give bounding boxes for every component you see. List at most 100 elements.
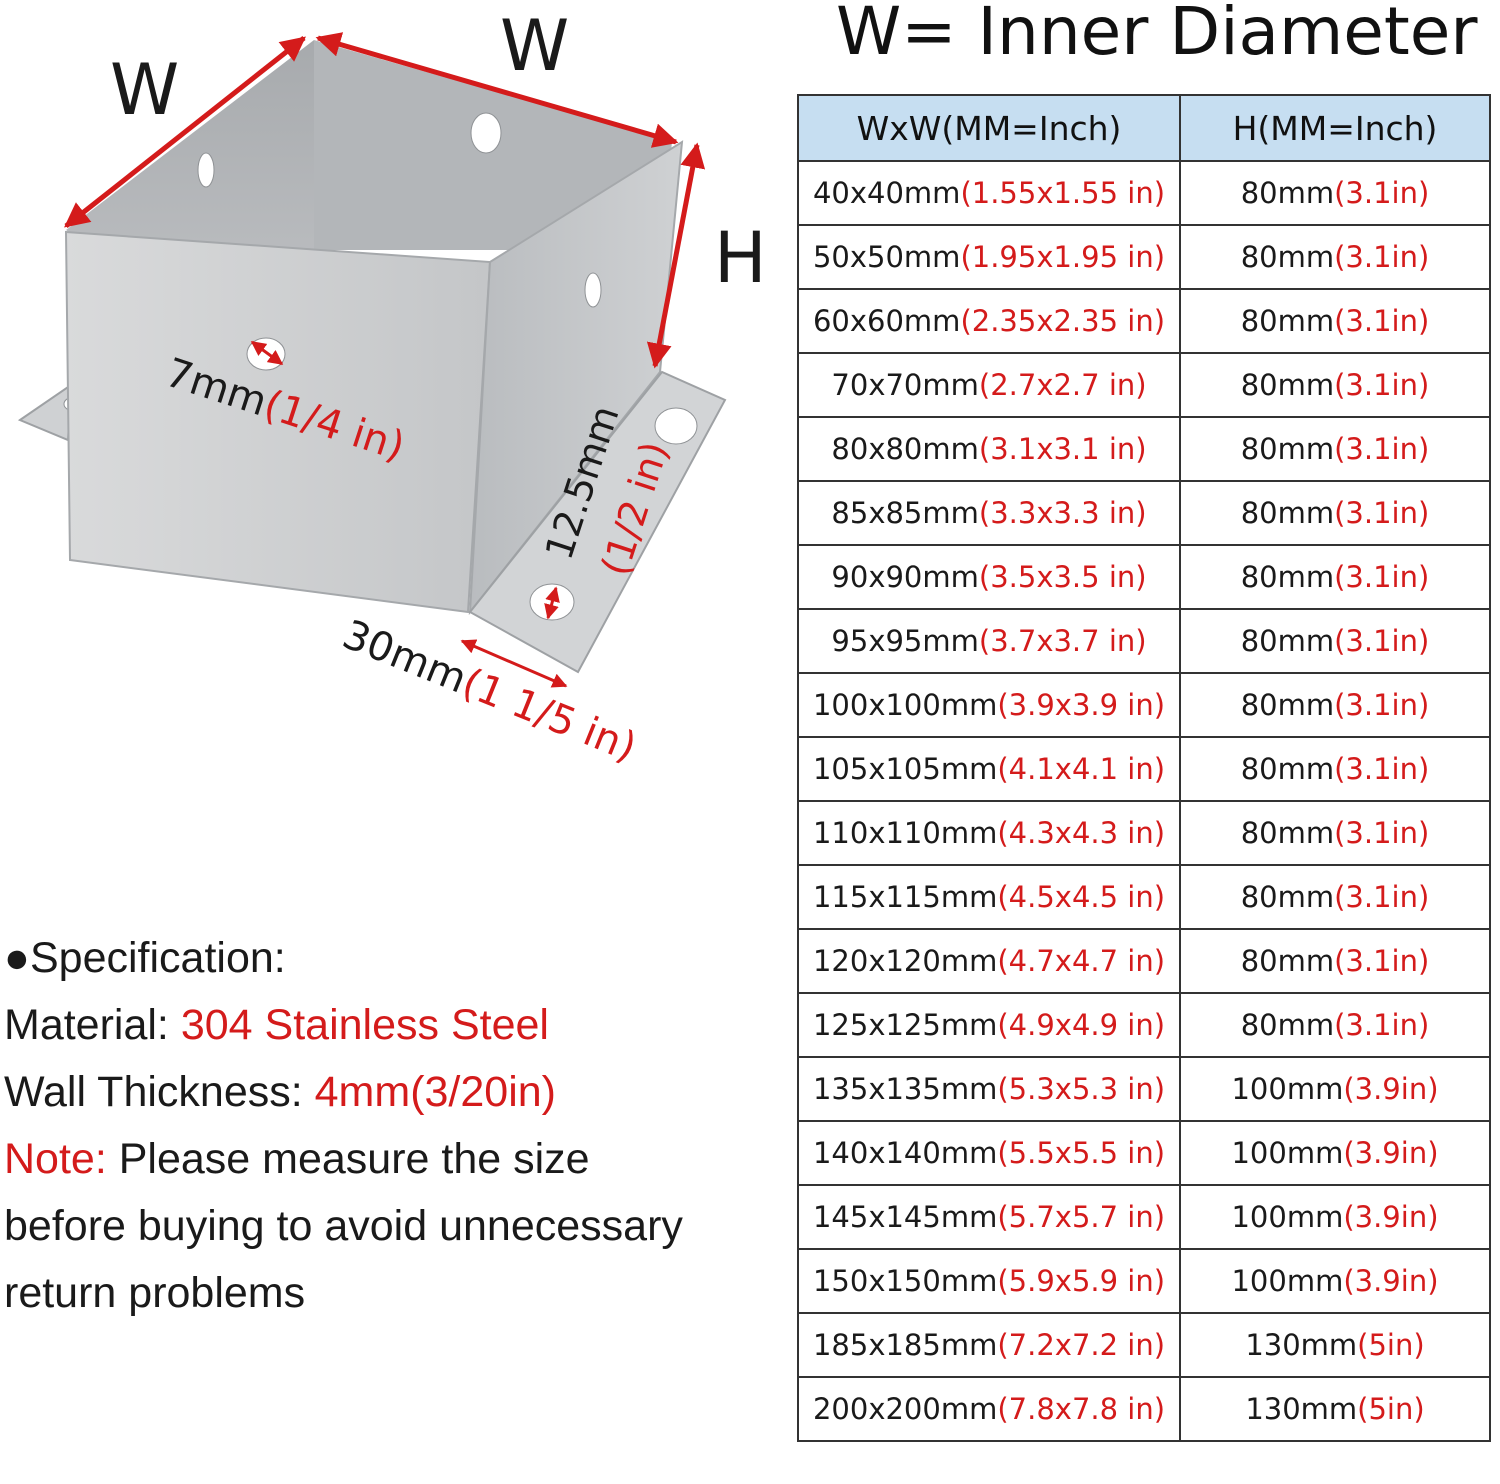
height-cell: 80mm(3.1in) <box>1179 672 1491 738</box>
size-cell-inch: (1.95x1.95 in) <box>960 240 1166 274</box>
specification: ●Specification: Material: 304 Stainless … <box>4 925 794 1327</box>
height-cell-inch: (3.9in) <box>1343 1264 1439 1298</box>
right-flange-hole-top <box>654 407 698 445</box>
table-row: 115x115mm(4.5x4.5 in)80mm(3.1in) <box>797 864 1491 930</box>
height-cell-inch: (3.1in) <box>1334 624 1430 658</box>
height-cell: 80mm(3.1in) <box>1179 352 1491 418</box>
size-cell: 70x70mm(2.7x2.7 in) <box>797 352 1181 418</box>
height-cell: 100mm(3.9in) <box>1179 1248 1491 1314</box>
material-value: 304 Stainless Steel <box>180 1001 549 1049</box>
height-cell: 130mm(5in) <box>1179 1376 1491 1442</box>
height-cell: 80mm(3.1in) <box>1179 928 1491 994</box>
size-cell-mm: 50x50mm <box>812 240 961 274</box>
spec-thickness: Wall Thickness: 4mm(3/20in) <box>4 1059 794 1126</box>
height-cell-mm: 100mm <box>1231 1136 1344 1170</box>
front-face <box>64 230 492 614</box>
height-cell-mm: 100mm <box>1231 1264 1344 1298</box>
size-cell: 115x115mm(4.5x4.5 in) <box>797 864 1181 930</box>
height-cell-inch: (3.1in) <box>1334 240 1430 274</box>
size-cell-mm: 115x115mm <box>812 880 998 914</box>
size-cell-mm: 125x125mm <box>812 1008 998 1042</box>
table-row: 100x100mm(3.9x3.9 in)80mm(3.1in) <box>797 672 1491 738</box>
size-cell-mm: 85x85mm <box>831 496 979 530</box>
spec-material: Material: 304 Stainless Steel <box>4 992 794 1059</box>
size-cell: 200x200mm(7.8x7.8 in) <box>797 1376 1181 1442</box>
height-cell-mm: 130mm <box>1245 1328 1358 1362</box>
height-cell-inch: (3.1in) <box>1334 752 1430 786</box>
height-cell: 100mm(3.9in) <box>1179 1056 1491 1122</box>
table-row: 145x145mm(5.7x5.7 in)100mm(3.9in) <box>797 1184 1491 1250</box>
table-row: 90x90mm(3.5x3.5 in)80mm(3.1in) <box>797 544 1491 610</box>
size-cell-mm: 105x105mm <box>812 752 998 786</box>
height-cell-inch: (3.1in) <box>1334 496 1430 530</box>
height-cell-mm: 80mm <box>1240 1008 1335 1042</box>
height-cell-mm: 80mm <box>1240 432 1335 466</box>
size-cell: 185x185mm(7.2x7.2 in) <box>797 1312 1181 1378</box>
size-cell-inch: (4.1x4.1 in) <box>997 752 1166 786</box>
height-cell-inch: (3.1in) <box>1334 432 1430 466</box>
table-row: 50x50mm(1.95x1.95 in)80mm(3.1in) <box>797 224 1491 290</box>
size-cell: 105x105mm(4.1x4.1 in) <box>797 736 1181 802</box>
height-cell-inch: (3.1in) <box>1334 944 1430 978</box>
size-cell: 125x125mm(4.9x4.9 in) <box>797 992 1181 1058</box>
width-left-label: W <box>110 49 179 131</box>
height-cell-mm: 80mm <box>1240 560 1335 594</box>
size-cell-inch: (5.9x5.9 in) <box>997 1264 1166 1298</box>
table-row: 135x135mm(5.3x5.3 in) 100mm(3.9in) <box>797 1056 1491 1122</box>
size-cell-mm: 135x135mm <box>812 1072 998 1106</box>
table-row: 70x70mm(2.7x2.7 in)80mm(3.1in) <box>797 352 1491 418</box>
height-cell: 130mm(5in) <box>1179 1312 1491 1378</box>
thickness-label: Wall Thickness: <box>4 1068 315 1116</box>
height-cell-mm: 80mm <box>1240 816 1335 850</box>
size-cell-inch: (3.7x3.7 in) <box>978 624 1147 658</box>
table-row: 185x185mm(7.2x7.2 in)130mm(5in) <box>797 1312 1491 1378</box>
table-body: 40x40mm(1.55x1.55 in)80mm(3.1in)50x50mm(… <box>797 160 1491 1442</box>
table-row: 110x110mm(4.3x4.3 in) 80mm(3.1in) <box>797 800 1491 866</box>
spec-note: Note: Please measure the size <box>4 1126 794 1193</box>
height-dimension <box>646 142 706 369</box>
size-cell: 100x100mm(3.9x3.9 in) <box>797 672 1181 738</box>
height-cell: 80mm(3.1in) <box>1179 416 1491 482</box>
size-cell-mm: 80x80mm <box>831 432 979 466</box>
height-cell: 80mm(3.1in) <box>1179 736 1491 802</box>
size-cell-inch: (4.3x4.3 in) <box>997 816 1166 850</box>
height-cell: 80mm(3.1in) <box>1179 288 1491 354</box>
height-cell-inch: (5in) <box>1357 1328 1425 1362</box>
height-cell-inch: (3.1in) <box>1334 1008 1430 1042</box>
back-wall-hole <box>470 112 502 154</box>
size-cell-mm: 110x110mm <box>812 816 998 850</box>
header-height: H(MM=Inch) <box>1179 94 1491 162</box>
height-cell-inch: (3.9in) <box>1343 1200 1439 1234</box>
height-cell: 100mm(3.9in) <box>1179 1184 1491 1250</box>
table-row: 85x85mm(3.3x3.3 in) 80mm(3.1in) <box>797 480 1491 546</box>
size-cell-inch: (2.7x2.7 in) <box>978 368 1147 402</box>
flange-width-dimension <box>460 639 568 688</box>
size-cell-inch: (3.3x3.3 in) <box>978 496 1147 530</box>
table-row: 95x95mm(3.7x3.7 in)80mm(3.1in) <box>797 608 1491 674</box>
hole-dimension <box>250 340 284 366</box>
height-cell-inch: (3.9in) <box>1343 1072 1439 1106</box>
size-cell-inch: (5.3x5.3 in) <box>997 1072 1166 1106</box>
size-cell-mm: 70x70mm <box>831 368 979 402</box>
size-cell: 50x50mm(1.95x1.95 in) <box>797 224 1181 290</box>
size-cell-inch: (4.7x4.7 in) <box>997 944 1166 978</box>
size-cell: 150x150mm(5.9x5.9 in) <box>797 1248 1181 1314</box>
height-cell: 80mm(3.1in) <box>1179 160 1491 226</box>
table-row: 150x150mm(5.9x5.9 in)100mm(3.9in) <box>797 1248 1491 1314</box>
table-row: 105x105mm(4.1x4.1 in)80mm(3.1in) <box>797 736 1491 802</box>
size-cell: 145x145mm(5.7x5.7 in) <box>797 1184 1181 1250</box>
note-label: Note: <box>4 1135 107 1183</box>
size-cell-inch: (4.9x4.9 in) <box>997 1008 1166 1042</box>
size-cell-mm: 150x150mm <box>812 1264 998 1298</box>
height-cell-inch: (3.1in) <box>1334 816 1430 850</box>
size-cell-inch: (1.55x1.55 in) <box>960 176 1166 210</box>
size-cell-mm: 90x90mm <box>831 560 979 594</box>
size-cell-mm: 120x120mm <box>812 944 998 978</box>
height-cell-mm: 80mm <box>1240 496 1335 530</box>
size-cell: 40x40mm(1.55x1.55 in) <box>797 160 1181 226</box>
product-diagram: W W H 7mm(1/4 in) 12.5mm (1/2 in) 30mm(1… <box>17 5 767 771</box>
height-cell: 80mm(3.1in) <box>1179 992 1491 1058</box>
size-cell-inch: (5.5x5.5 in) <box>997 1136 1166 1170</box>
height-cell: 80mm(3.1in) <box>1179 608 1491 674</box>
height-cell-mm: 130mm <box>1245 1392 1358 1426</box>
